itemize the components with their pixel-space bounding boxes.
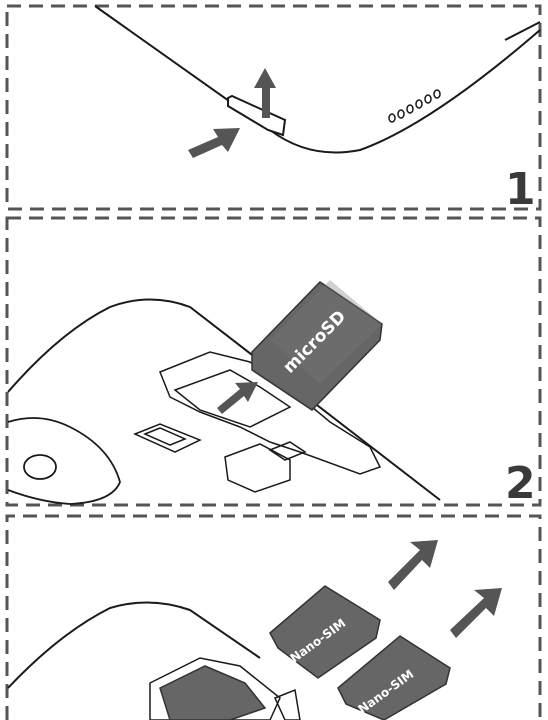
- seated-microsd-card: [159, 665, 267, 720]
- eject-arrow-icon: [254, 68, 276, 118]
- camera-housing: [7, 417, 121, 505]
- step-2-panel: microSD 2: [0, 212, 548, 510]
- contact-pad: [268, 441, 307, 461]
- step-number: 1: [505, 164, 536, 215]
- insert-arrow-icon: [217, 382, 258, 414]
- phone-edge: [504, 21, 541, 41]
- dashed-frame: [5, 514, 542, 720]
- step-number: 2: [505, 458, 536, 509]
- phone-outline: [7, 298, 441, 501]
- contact-pad: [273, 688, 301, 720]
- tray-outline: [149, 657, 281, 720]
- phone-outline: [7, 601, 261, 689]
- step-1-illustration: [5, 4, 542, 211]
- phone-outline: [94, 5, 541, 154]
- insert-arrow-icon: [388, 540, 438, 590]
- step-3-illustration: Nano-SIM Nano-SIM: [5, 514, 542, 720]
- nano-sim-card: Nano-SIM: [269, 585, 381, 679]
- card-tray-slot: [227, 94, 287, 137]
- microsd-card: microSD: [251, 280, 383, 411]
- camera-lens: [23, 454, 57, 480]
- push-arrow-icon: [188, 128, 240, 158]
- step-2-illustration: microSD: [5, 216, 542, 507]
- nano-sim-slot: [133, 423, 202, 453]
- speaker-grille: [388, 89, 441, 123]
- microsd-slot: [173, 369, 292, 428]
- step-3-panel: Nano-SIM Nano-SIM: [0, 508, 548, 720]
- insert-arrow-icon: [450, 588, 502, 638]
- connector: [224, 443, 291, 493]
- dashed-frame: [5, 4, 542, 211]
- dashed-frame: [5, 216, 542, 507]
- step-1-panel: 1: [0, 0, 548, 215]
